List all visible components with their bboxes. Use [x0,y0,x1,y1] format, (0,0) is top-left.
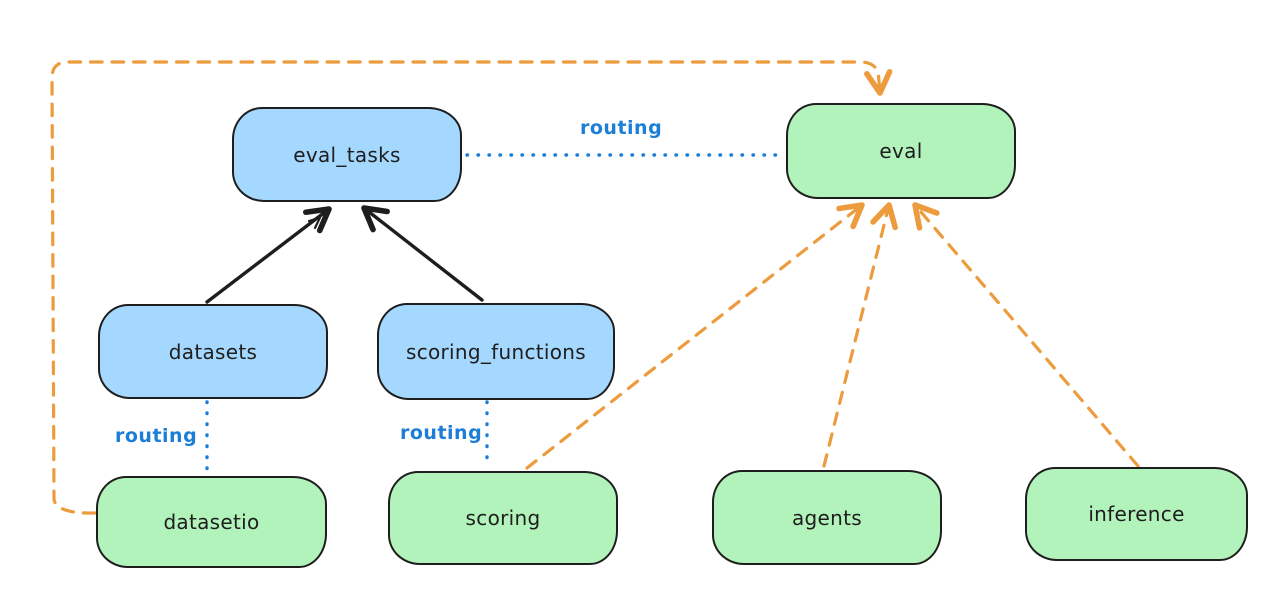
node-eval: eval [786,103,1016,199]
node-eval-tasks: eval_tasks [232,107,462,202]
node-inference: inference [1025,467,1248,561]
node-scoring-functions: scoring_functions [377,303,615,400]
node-scoring-functions-label: scoring_functions [405,339,587,364]
node-agents: agents [712,470,942,565]
node-eval-tasks-label: eval_tasks [293,142,401,167]
edge-inference-to-eval [912,202,1140,468]
edge-scoring-to-eval [525,202,865,470]
routing-label-scoring: routing [400,422,483,444]
node-datasets: datasets [98,304,328,399]
node-agents-label: agents [792,505,862,530]
node-datasetio-label: datasetio [163,510,260,534]
node-scoring-label: scoring [465,506,541,530]
node-eval-label: eval [879,139,923,163]
edge-datasetio-to-eval [50,60,893,515]
node-datasetio: datasetio [96,476,327,568]
node-datasets-label: datasets [168,339,258,364]
edge-scoring-functions-to-eval-tasks [361,205,484,302]
routing-label-datasetio: routing [115,425,198,447]
edge-agents-to-eval [822,202,898,468]
edge-datasets-to-eval-tasks [205,206,332,304]
node-inference-label: inference [1088,502,1185,526]
edge-datasets-to-eval-tasks-extra-chevron [307,216,322,230]
node-scoring: scoring [388,471,618,565]
routing-label-top: routing [580,117,663,139]
